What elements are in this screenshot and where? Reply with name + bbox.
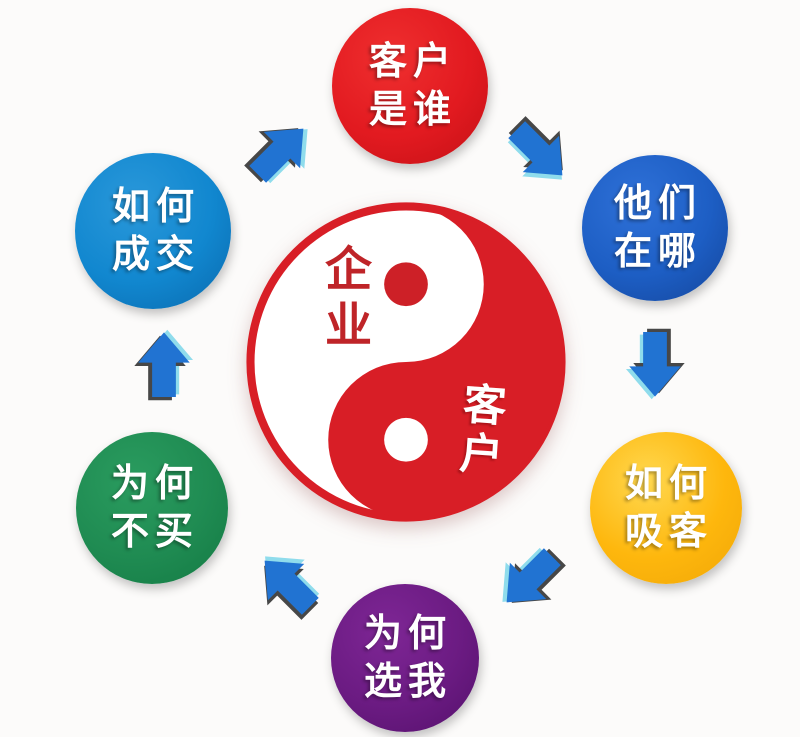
arrow-up-left-icon <box>240 536 333 629</box>
node-how-to-attract: 如何 吸客 <box>590 432 742 584</box>
yinyang-symbol: 企业 客户 <box>244 200 568 524</box>
arrow-up-icon <box>133 329 195 401</box>
node-label-line: 客户 <box>368 41 457 83</box>
node-label-line: 为何 <box>110 463 199 505</box>
node-how-to-close: 如何 成交 <box>75 153 231 309</box>
yinyang-graphic <box>246 202 566 522</box>
node-why-choose-me: 为何 选我 <box>331 584 479 732</box>
node-label-line: 选我 <box>363 661 452 703</box>
node-label-line: 在哪 <box>613 231 702 273</box>
node-label-line: 如何 <box>111 186 200 228</box>
yinyang-white-dot <box>384 417 428 462</box>
arrow-down-icon <box>624 328 686 400</box>
node-label-line: 吸客 <box>624 511 713 553</box>
yinyang-red-dot <box>384 262 428 307</box>
node-label-line: 成交 <box>111 234 200 276</box>
center-label-customer: 客户 <box>451 380 507 482</box>
node-customer-who: 客户 是谁 <box>332 8 488 164</box>
node-why-not-buy: 为何 不买 <box>76 432 228 584</box>
arrow-down-left-icon <box>482 533 575 626</box>
node-label-line: 不买 <box>110 511 199 553</box>
node-label-line: 为何 <box>363 613 452 655</box>
node-label-line: 如何 <box>624 463 713 505</box>
node-where-are-they: 他们 在哪 <box>582 155 728 301</box>
node-label-line: 他们 <box>613 183 702 225</box>
arrow-down-right-icon <box>493 106 586 199</box>
center-label-enterprise: 企业 <box>318 244 371 356</box>
node-label-line: 是谁 <box>368 89 457 131</box>
arrow-up-right-icon <box>234 104 327 197</box>
